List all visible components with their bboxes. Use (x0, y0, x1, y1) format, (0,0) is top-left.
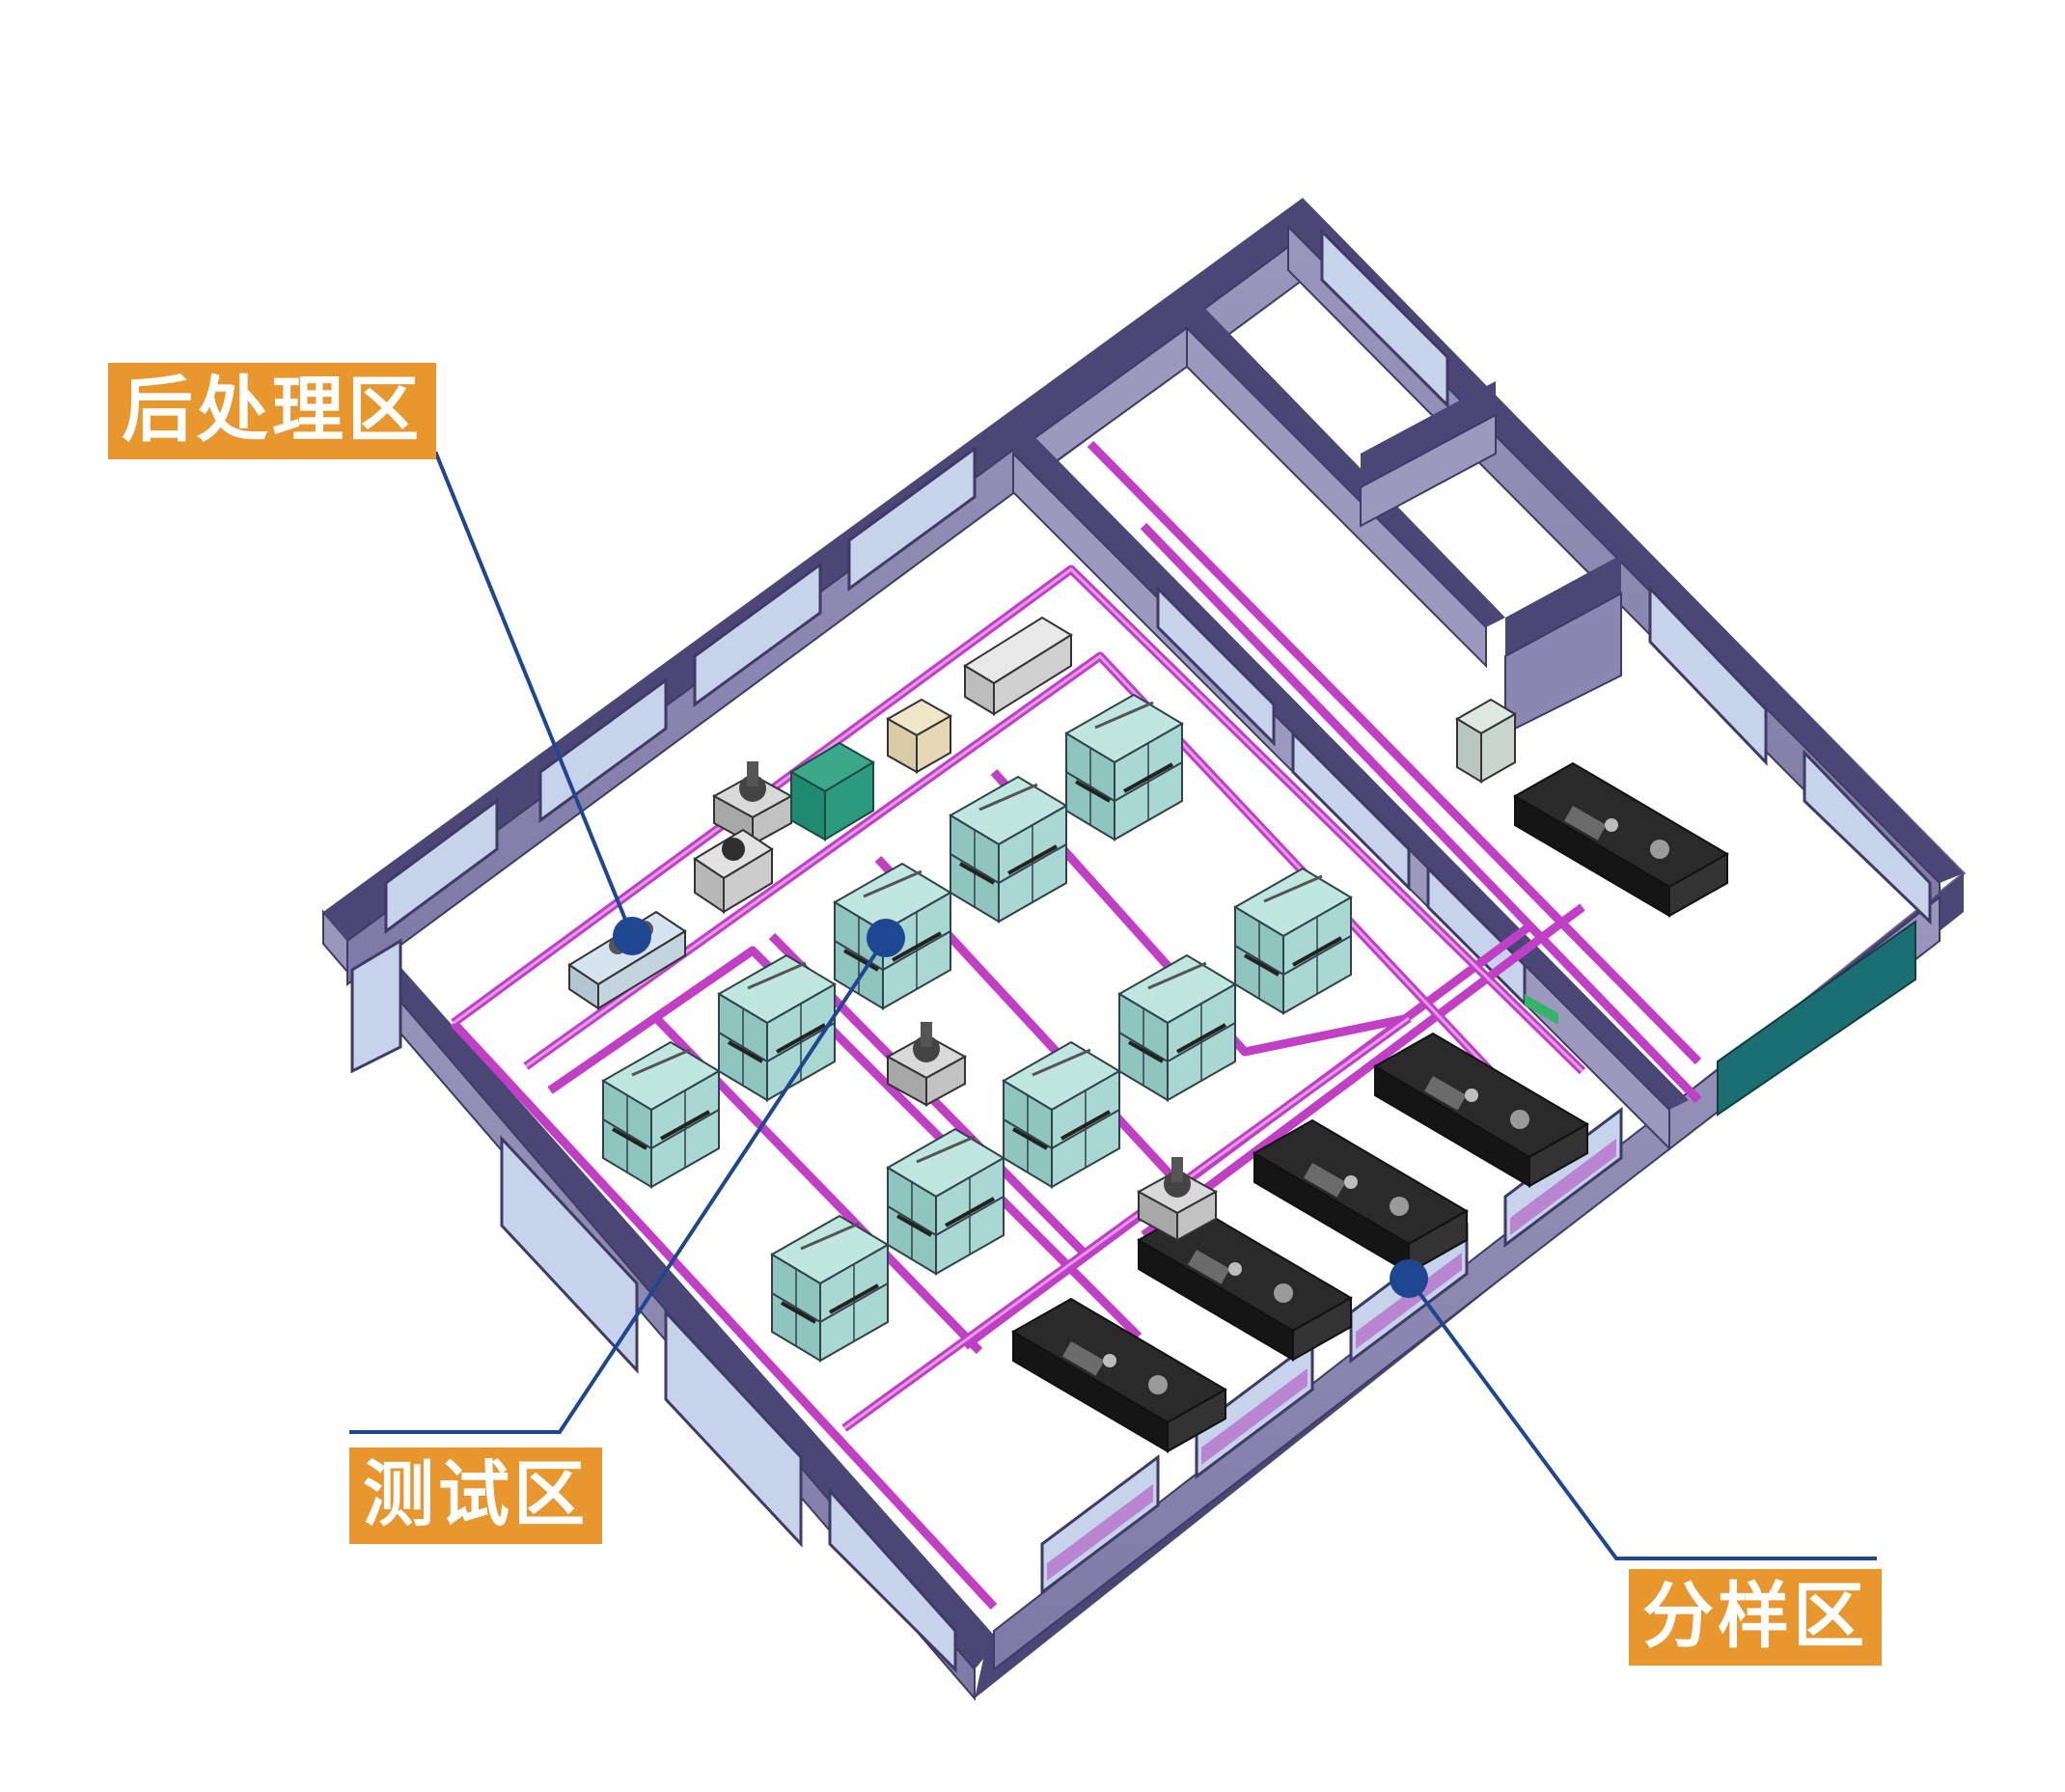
teal-wall-panel (1717, 920, 1916, 1117)
post-processing-equipment (567, 616, 1517, 1010)
target-dots (613, 917, 1428, 1298)
zone-label-testing: 测试区 (349, 1447, 602, 1544)
purple-window-strips (1047, 1139, 1616, 1581)
zone-label-sample-splitting: 分样区 (1629, 1569, 1882, 1666)
split-zone-dot (1390, 1259, 1428, 1298)
zone-label-post-processing: 后处理区 (108, 363, 436, 459)
green-sign (1525, 994, 1558, 1025)
test-zone-dot (867, 919, 905, 957)
walkway-lines-inner (453, 567, 1584, 1430)
post-zone-dot (613, 917, 651, 955)
